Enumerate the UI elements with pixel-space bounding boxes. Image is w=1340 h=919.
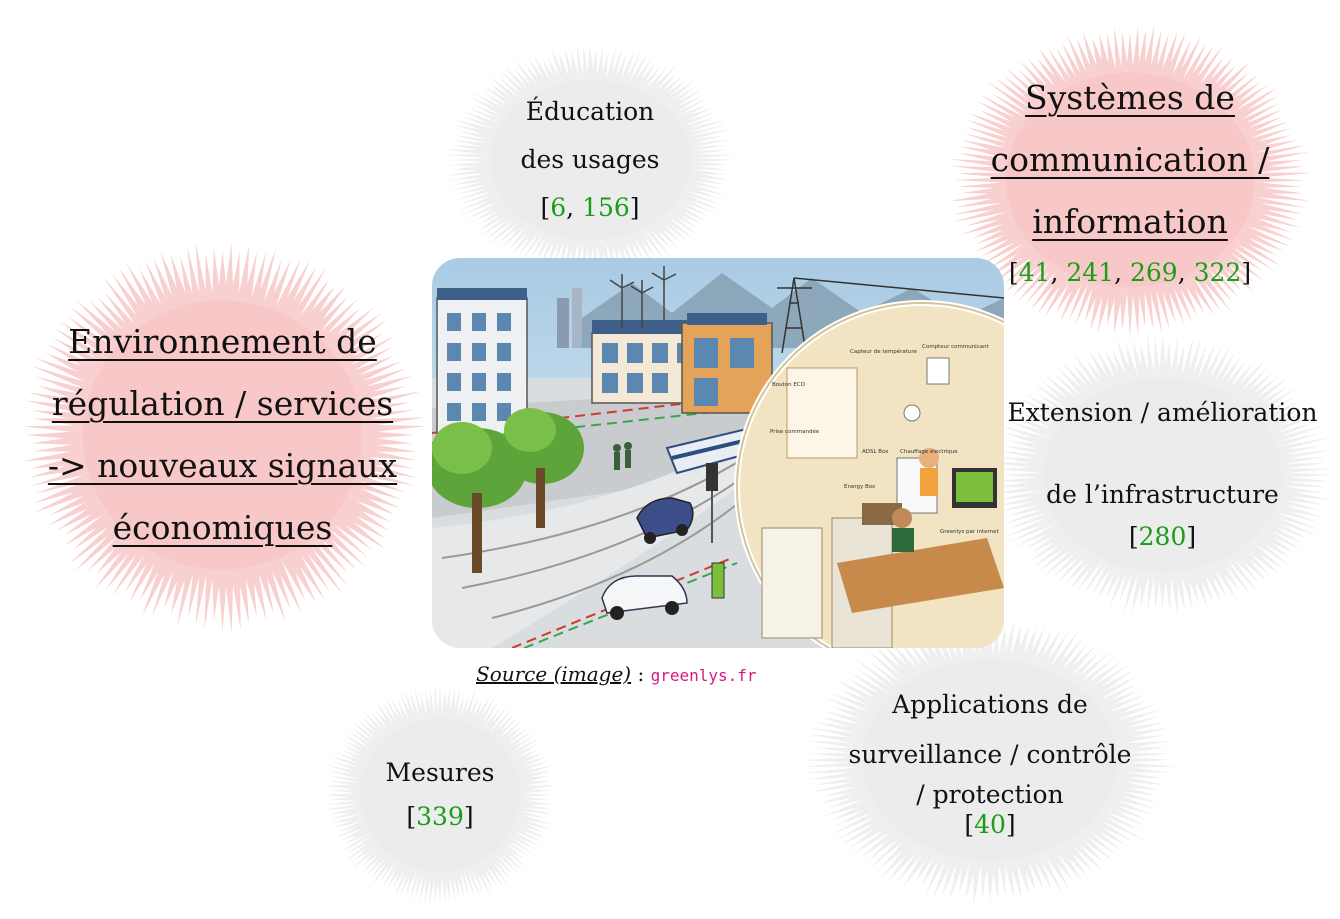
applications-line-2: surveillance / contrôle	[848, 740, 1132, 769]
spiky-cloud-shape	[323, 683, 557, 907]
label-compteur: Compteur communicant	[922, 344, 990, 350]
burst-core	[1043, 377, 1282, 573]
cite-link[interactable]: 156	[582, 193, 630, 222]
spiky-cloud-shape	[949, 24, 1313, 338]
burst-systemes: Systèmes de communication / information …	[945, 20, 1315, 340]
education-line-1: Éducation	[525, 97, 655, 126]
spiky-cloud-shape	[802, 613, 1177, 907]
label-adsl: ADSL Box	[862, 449, 889, 455]
systemes-line-2: communication /	[990, 140, 1270, 179]
environnement-line-2: régulation / services	[51, 384, 394, 423]
extension-refs: [280]	[1128, 522, 1197, 551]
cite-link[interactable]: 339	[416, 802, 464, 831]
education-refs: [6, 156]	[540, 193, 640, 222]
cite-link[interactable]: 41	[1018, 258, 1051, 287]
label-bouton: Bouton ECO	[772, 382, 806, 388]
cite-link[interactable]: 6	[550, 193, 567, 222]
cite-link[interactable]: 280	[1138, 522, 1187, 551]
cite-link[interactable]: 241	[1066, 258, 1115, 287]
education-line-2: des usages	[520, 145, 660, 174]
burst-core	[1005, 72, 1255, 288]
burst-core	[862, 659, 1118, 861]
burst-environnement: Environnement de régulation / services -…	[15, 235, 430, 635]
label-energy: Energy Box	[844, 484, 876, 490]
label-capteur: Capteur de température	[850, 348, 918, 355]
caption-url-link[interactable]: greenlys.fr	[650, 666, 757, 685]
burst-mesures: Mesures [339]	[320, 680, 560, 910]
systemes-line-1: Systèmes de	[1025, 78, 1235, 117]
burst-core	[489, 79, 691, 241]
mesures-line-1: Mesures	[385, 758, 495, 787]
burst-core	[359, 718, 521, 872]
mesures-refs: [339]	[406, 802, 474, 831]
environnement-line-4: économiques	[112, 508, 333, 547]
cite-link[interactable]: 269	[1130, 258, 1178, 287]
applications-refs: [40]	[964, 810, 1016, 839]
smart-city-illustration: Bouton ECO Capteur de température Compte…	[432, 258, 1004, 648]
environnement-line-3: -> nouveaux signaux	[47, 446, 398, 485]
spiky-cloud-shape	[22, 242, 428, 633]
label-chauffage: Chauffage électrique	[900, 448, 958, 455]
caption-source-label: Source (image)	[476, 662, 632, 686]
burst-applications: Applications de surveillance / contrôle …	[800, 610, 1180, 910]
spiky-cloud-shape	[444, 43, 735, 277]
applications-line-1: Applications de	[892, 690, 1088, 719]
cite-link[interactable]: 322	[1193, 258, 1242, 287]
extension-line-2: de l’infrastructure	[1046, 480, 1279, 509]
caption-separator: :	[631, 662, 651, 686]
label-greenlys: Greenlys par internet	[940, 529, 1000, 535]
image-source-caption: Source (image) : greenlys.fr	[476, 662, 757, 686]
spiky-cloud-shape	[989, 333, 1335, 617]
systemes-line-3: information	[1032, 202, 1228, 241]
systemes-refs: [41, 241, 269, 322]	[1008, 258, 1252, 287]
burst-education: Éducation des usages [6, 156]	[440, 40, 740, 280]
label-prise: Prise commandée	[770, 428, 820, 435]
extension-line-1: Extension / amélioration	[1007, 398, 1318, 427]
applications-line-3: / protection	[916, 780, 1064, 809]
burst-core	[82, 300, 363, 570]
environnement-line-1: Environnement de	[68, 322, 377, 361]
burst-extension: Extension / amélioration de l’infrastruc…	[985, 330, 1340, 620]
cite-link[interactable]: 40	[974, 810, 1006, 839]
